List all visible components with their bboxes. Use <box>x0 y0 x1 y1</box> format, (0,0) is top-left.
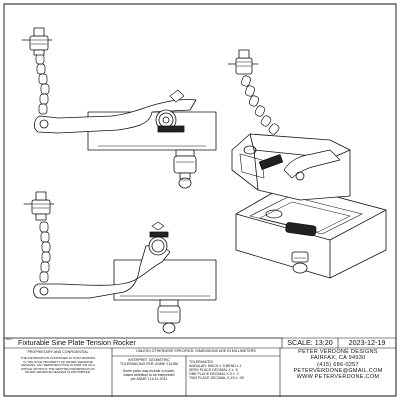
tolerance-line: ZERO PLACE DECIMAL X ± .5 <box>189 368 238 373</box>
proprietary-line: THE INFORMATION CONTAINED IN THIS DRAWIN… <box>20 356 96 361</box>
proprietary-line: DESIGNS. ANY REPRODUCTION IN PART OR AS … <box>21 363 95 368</box>
tension-knob-lower <box>23 191 55 221</box>
title-block-grid <box>3 337 397 397</box>
title-block: REV Fixturable Sine Plate Tension Rocker… <box>4 338 396 396</box>
company-phone: (415) 686-0257 <box>317 361 359 368</box>
proprietary-line: IS THE SOLE PROPERTY OF PETER VERDONE <box>23 359 93 364</box>
dimension-note: UNLESS OTHERWISE SPECIFIED: DIMENSIONS A… <box>136 349 256 353</box>
tolerance-line: ANGULAR: MACH ± .5 BEND ± 1 <box>189 364 242 369</box>
interpret-line: INTERPRET GEOMETRIC <box>128 358 170 362</box>
drawing-date: 2023-12-19 <box>348 339 386 347</box>
tolerance-line: ONE PLACE DECIMAL X.X ± .2 <box>189 372 239 377</box>
proprietary-line: PETER VERDONE DESIGNS IS PROHIBITED. <box>25 370 91 375</box>
scale-cell: SCALE: 13:20 <box>282 339 338 349</box>
iso-chain <box>241 75 280 135</box>
company-website: WWW.PETERVERDONE.COM <box>296 374 380 381</box>
interpret-line: Some parts may include a model- <box>122 369 176 374</box>
rocker-arm <box>34 99 197 134</box>
tolerances-cell: TOLERANCES: ANGULAR: MACH ± .5 BEND ± 1 … <box>189 360 281 396</box>
side-view-upper <box>21 27 217 189</box>
title-cell: Fixturable Sine Plate Tension Rocker <box>18 339 280 349</box>
date-cell: 2023-12-19 <box>338 339 396 349</box>
company-email: PETERVERDONE@GMAIL.COM <box>293 367 383 374</box>
interpret-cell: INTERPRET GEOMETRIC TOLERANCING PER: ASM… <box>112 358 186 396</box>
rev-cell: REV <box>6 338 20 348</box>
tolerance-line: TWO PLACE DECIMAL X.XX ± .05 <box>189 376 244 381</box>
interpret-line: TOLERANCING PER: ASME Y14.5M <box>119 362 179 367</box>
company-city: FAIRFAX, CA 94930 <box>310 355 366 362</box>
bottom-knob-lower <box>157 299 181 334</box>
drawing-scale: SCALE: 13:20 <box>287 339 333 347</box>
rocker-pivot-hole <box>39 119 49 129</box>
drawing-title: Fixturable Sine Plate Tension Rocker <box>18 339 136 347</box>
isometric-view <box>227 49 387 279</box>
company-name: PETER VERDONE DESIGNS <box>298 349 378 355</box>
rocker-arm-lower <box>33 243 171 299</box>
tension-knob-upper <box>21 27 53 56</box>
chain-lower <box>39 221 51 283</box>
tolerance-line: TOLERANCES: <box>189 360 214 364</box>
proprietary-cell: PROPRIETARY AND CONFIDENTIAL THE INFORMA… <box>4 350 112 396</box>
side-view-lower <box>23 191 217 334</box>
interpret-line: based definition to be interpreted <box>123 373 175 378</box>
iso-tension-knob <box>227 49 259 75</box>
rocker-pivot-hole-lower <box>39 286 49 296</box>
company-cell: PETER VERDONE DESIGNS FAIRFAX, CA 94930 … <box>280 349 396 396</box>
pivot-knob <box>155 109 185 133</box>
pivot-knob-lower <box>148 221 169 256</box>
proprietary-heading: PROPRIETARY AND CONFIDENTIAL <box>27 350 89 354</box>
dimension-note-cell: UNLESS OTHERWISE SPECIFIED: DIMENSIONS A… <box>112 349 280 357</box>
iso-bottom-knob <box>291 251 309 274</box>
rev-label: REV <box>6 338 13 341</box>
interpret-line: per ASME Y14.41-2012 <box>130 377 168 382</box>
proprietary-line: WHOLE WITHOUT THE WRITTEN PERMISSION OF <box>21 366 95 371</box>
chain-upper <box>35 53 50 115</box>
base-block-lower <box>113 259 217 301</box>
bottom-knob <box>173 149 197 189</box>
